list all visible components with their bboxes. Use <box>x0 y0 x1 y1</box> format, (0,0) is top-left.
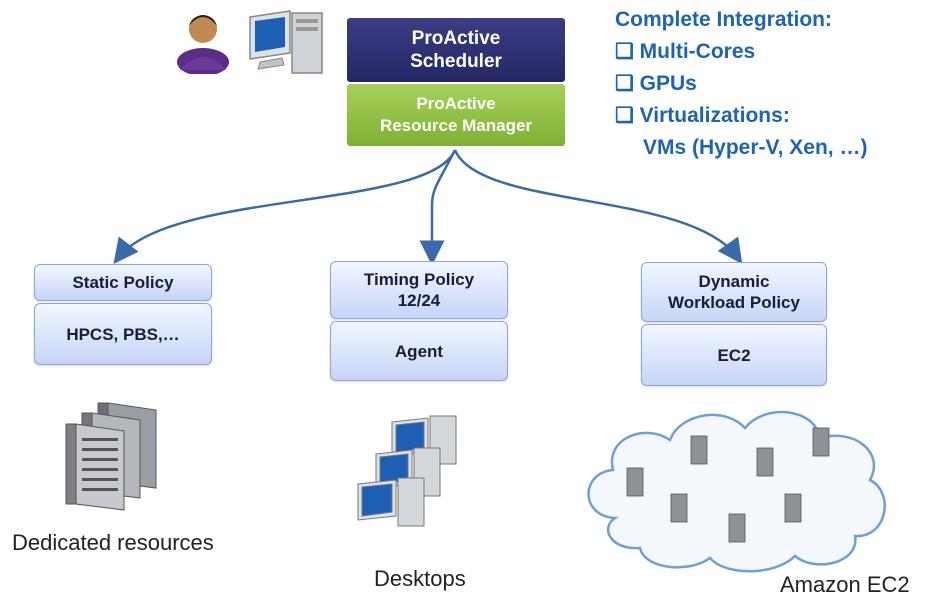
user-icon <box>177 15 229 74</box>
computer-icon <box>249 10 323 74</box>
arrow-to-static-policy <box>113 149 457 264</box>
integration-block: Complete Integration: ❑ Multi-Cores ❑ GP… <box>615 4 867 164</box>
cloud-server-icons <box>626 427 830 543</box>
arrow-to-timing-policy <box>419 149 457 266</box>
checkbox-icon: ❑ <box>615 72 640 95</box>
scheduler-line1: ProActive <box>411 28 501 49</box>
arrow-to-dynamic-policy <box>453 149 743 265</box>
integration-sub: VMs (Hyper-V, Xen, …) <box>643 136 868 159</box>
caption-amazon-ec2: Amazon EC2 <box>780 572 910 597</box>
integration-item: ❑ Multi-Cores <box>615 40 756 63</box>
checkbox-icon: ❑ <box>615 104 640 127</box>
integration-item: ❑ Virtualizations: <box>615 104 790 127</box>
caption-desktops: Desktops <box>374 566 466 591</box>
integration-item: ❑ GPUs <box>615 72 697 95</box>
checkbox-icon: ❑ <box>615 40 640 63</box>
static-policy-body: HPCS, PBS,… <box>34 303 212 365</box>
timing-policy-body: Agent <box>330 321 508 381</box>
server-rack-icon <box>65 402 157 511</box>
integration-title: Complete Integration: <box>615 8 833 31</box>
rm-line2: Resource Manager <box>379 116 533 135</box>
dynamic-policy-body: EC2 <box>641 324 827 386</box>
cloud-icon <box>587 410 886 573</box>
scheduler-line2: Scheduler <box>410 51 502 72</box>
desktop-stack-icon <box>357 415 457 527</box>
rm-line1: ProActive <box>416 94 496 113</box>
caption-dedicated-resources: Dedicated resources <box>12 530 214 555</box>
static-policy-header: Static Policy <box>34 264 212 301</box>
